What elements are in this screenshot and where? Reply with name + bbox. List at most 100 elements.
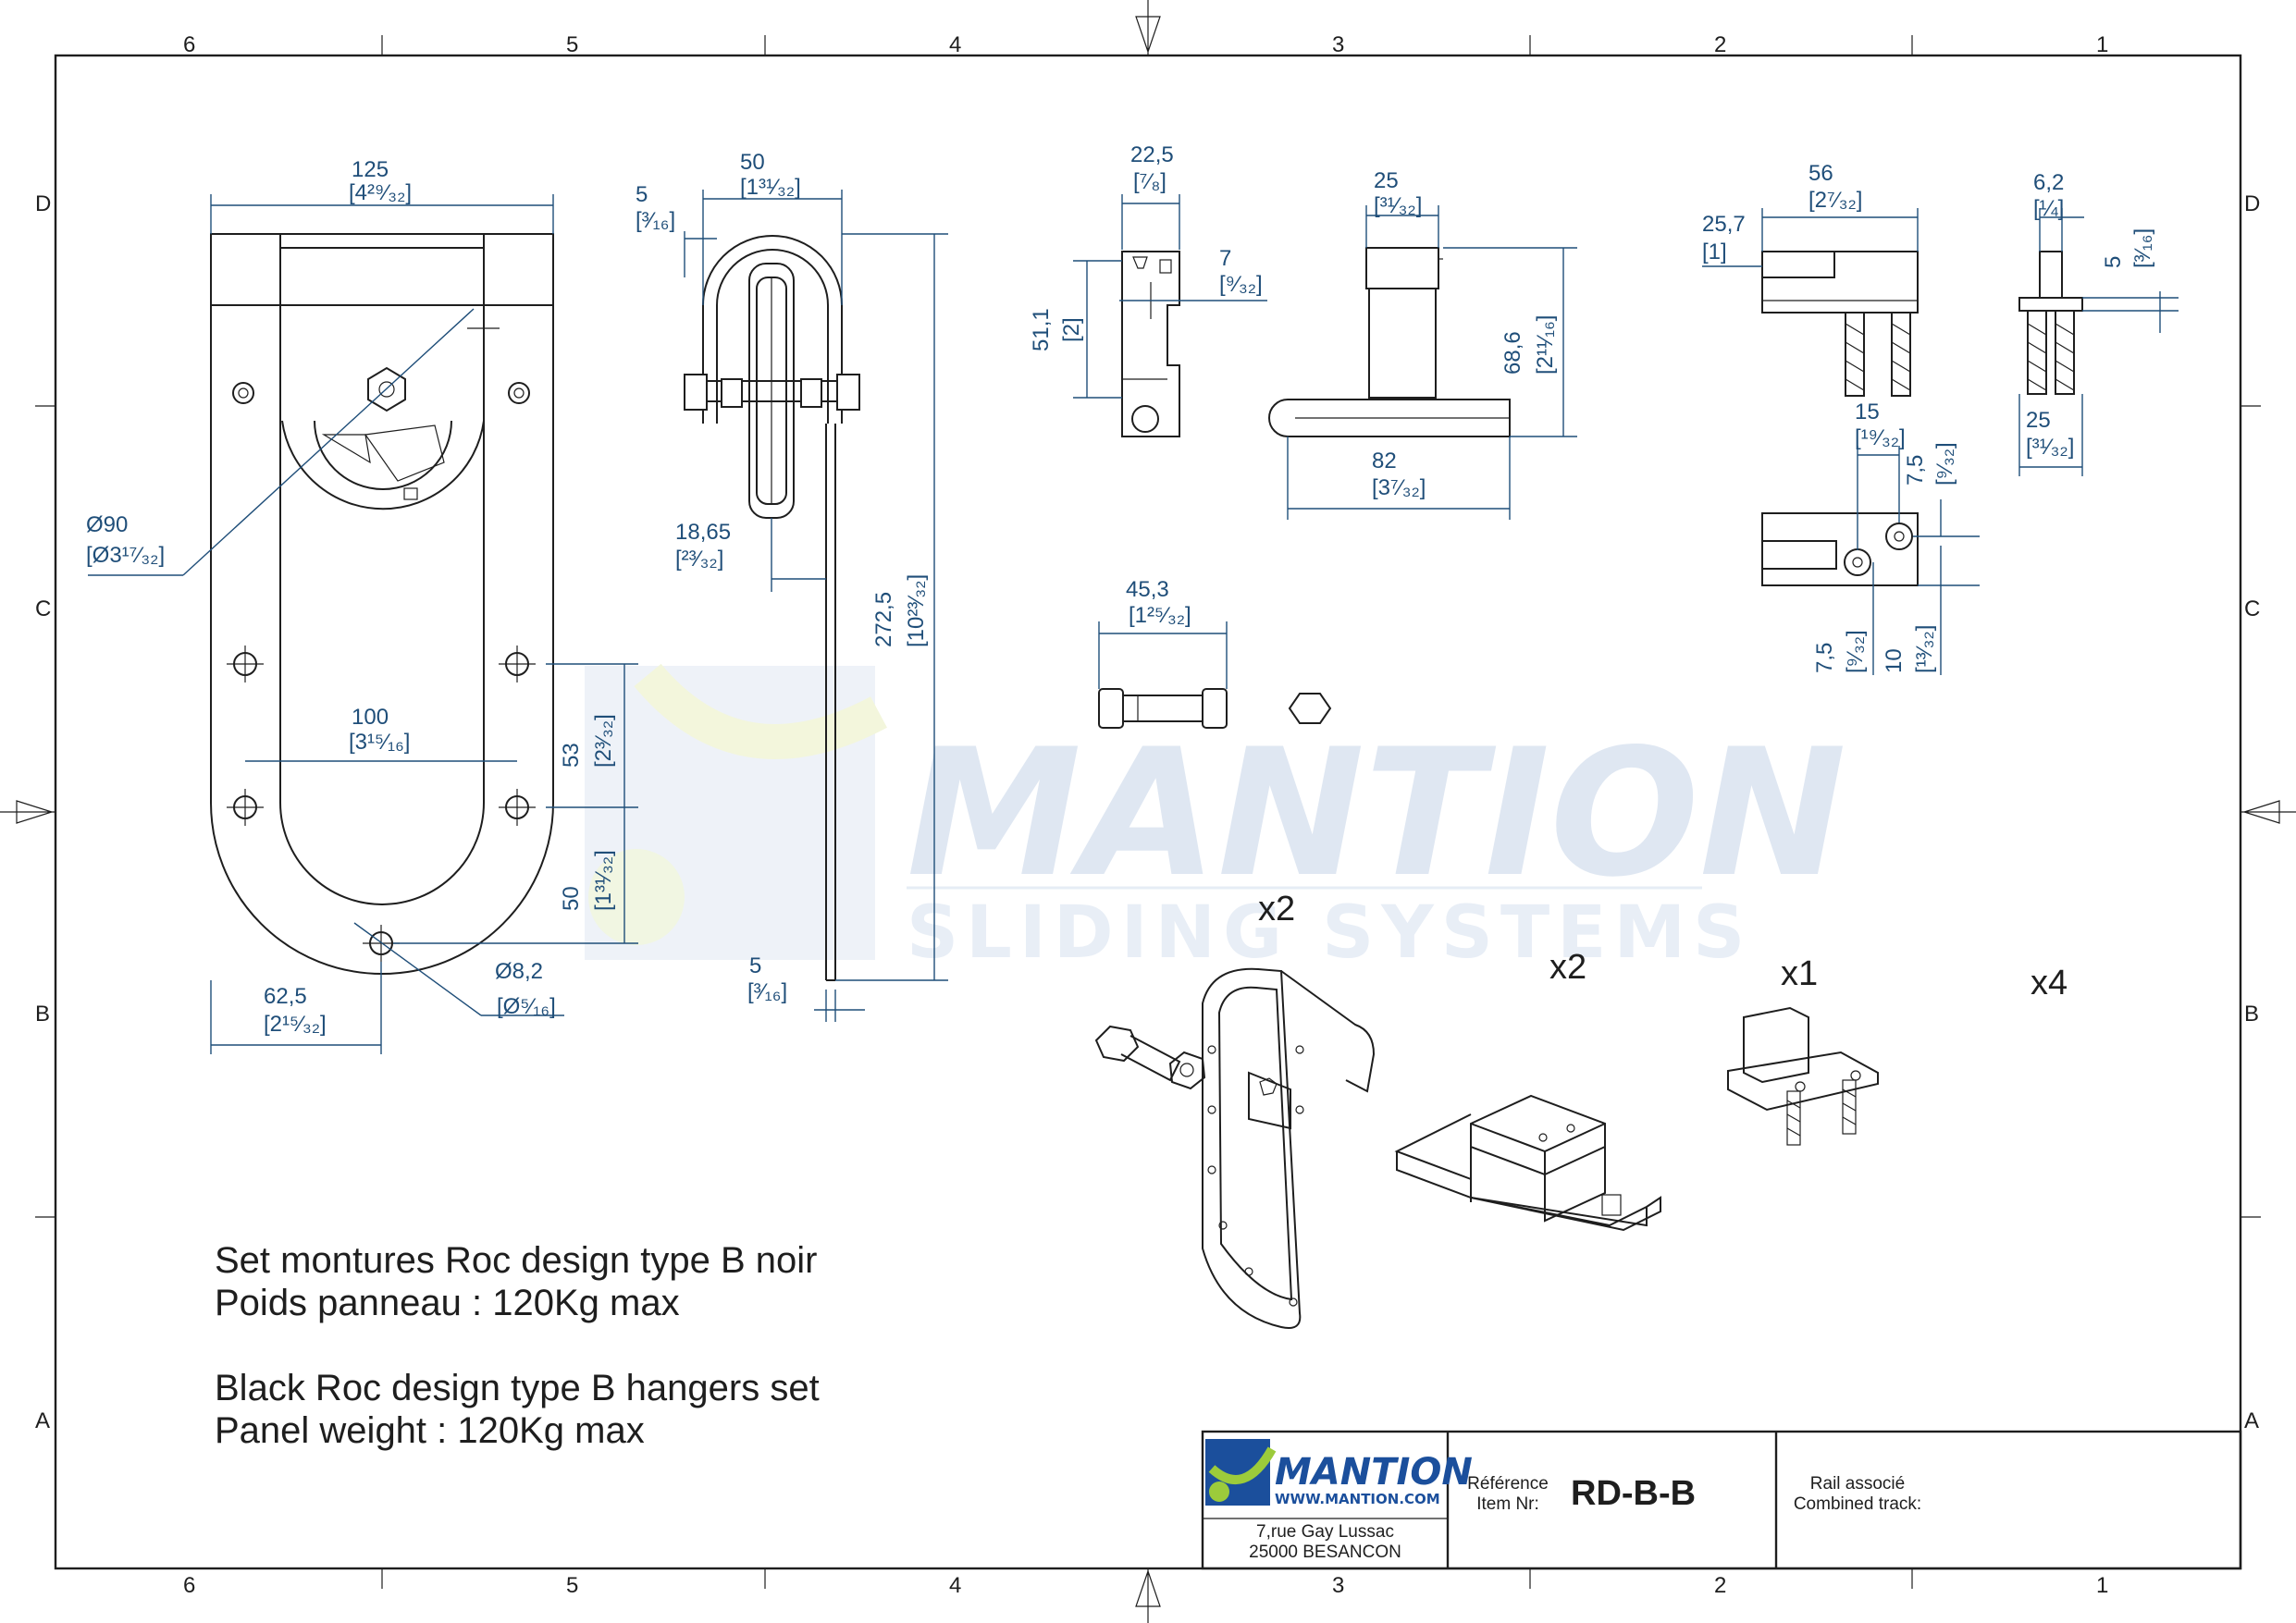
zone-col-top-1: 1: [2096, 32, 2108, 57]
iso-stop: [1727, 1006, 1879, 1146]
spacer-part-view: [1268, 247, 1511, 437]
zone-row-right-c: C: [2244, 596, 2260, 621]
iso-spacer: [1394, 1094, 1661, 1232]
dim-spacer-base-sub: [3⁷⁄₃₂]: [1372, 475, 1426, 500]
dim-clip-height-sub: [2]: [1059, 317, 1084, 342]
dim-clip-slot: 7: [1219, 246, 1231, 271]
zone-row-left-a: A: [35, 1408, 50, 1433]
reference-value: RD-B-B: [1571, 1474, 1697, 1513]
title-block-frame: [1201, 1430, 2242, 1570]
dim-total-height: 272,5: [871, 592, 896, 647]
dim-hole-vert-53-sub: [2³⁄₃₂]: [591, 714, 616, 768]
dim-side-thickness-top-sub: [³⁄₁₆]: [636, 208, 675, 233]
front-view-dimensions: 125 [4²⁹⁄₃₂] Ø90 [Ø3¹⁷⁄₃₂] 100 [3¹⁵⁄₁₆] …: [86, 157, 638, 1054]
dim-stop-hole-y-sub: [⁹⁄₃₂]: [1932, 442, 1957, 486]
zone-row-left-c: C: [35, 596, 51, 621]
qty-bolt: x4: [2031, 964, 2068, 1002]
zone-row-right-b: B: [2244, 1002, 2259, 1027]
dim-stop-width-sub: [2⁷⁄₃₂]: [1808, 188, 1862, 213]
dim-front-width: 125: [352, 157, 389, 182]
dim-clip-height: 51,1: [1029, 308, 1054, 351]
bolt-part-view: [1098, 688, 1332, 729]
logo-text: MANTION: [1275, 1451, 1473, 1494]
rail-label-fr: Rail associé: [1809, 1474, 1906, 1494]
dim-spacer-width-sub: [³¹⁄₃₂]: [1374, 193, 1422, 218]
address-line1: 7,rue Gay Lussac: [1256, 1522, 1394, 1542]
dim-clip-slot-sub: [⁹⁄₃₂]: [1219, 272, 1263, 297]
dim-side-width: 50: [740, 150, 765, 175]
dim-spacer-base: 82: [1372, 449, 1397, 473]
dim-side-offset: 18,65: [675, 520, 731, 545]
zone-col-bottom-4: 4: [949, 1573, 961, 1598]
stop-part-view: [1761, 251, 2083, 586]
dim-side-thickness-bottom-sub: [³⁄₁₆]: [747, 979, 787, 1004]
dim-half-width-sub: [2¹⁵⁄₃₂]: [264, 1012, 327, 1037]
description-fr-line1: Set montures Roc design type B noir: [215, 1240, 818, 1281]
dim-stop-bottom-10: 10: [1882, 648, 1907, 673]
dim-spacer-height-sub: [2¹¹⁄₁₆]: [1533, 315, 1558, 375]
dim-hole-vert-50: 50: [559, 886, 584, 911]
dim-stop-plate-h: 5: [2101, 256, 2126, 268]
description-en-line2: Panel weight : 120Kg max: [215, 1410, 645, 1451]
clip-dimensions: 22,5 [⁷⁄₈] 7 [⁹⁄₃₂] 51,1 [2]: [1029, 142, 1267, 399]
zone-col-top-6: 6: [183, 32, 195, 57]
description-fr-line2: Poids panneau : 120Kg max: [215, 1283, 680, 1323]
zone-row-right-d: D: [2244, 191, 2260, 216]
dim-clip-width: 22,5: [1130, 142, 1174, 167]
dim-stop-width: 56: [1808, 161, 1833, 186]
dim-stop-bottom-75: 7,5: [1812, 643, 1837, 673]
description-block: Set montures Roc design type B noir Poid…: [215, 1239, 820, 1452]
zone-row-left-d: D: [35, 191, 51, 216]
dim-stop-plate-sub: [¼]: [2033, 196, 2064, 221]
stop-dimensions: 56 [2⁷⁄₃₂] 25,7 [1] 6,2 [¼] 5 [³⁄₁₆] 15 …: [1702, 161, 2179, 675]
zone-col-top-4: 4: [949, 32, 961, 57]
clip-part-view: [1121, 251, 1180, 437]
zone-col-bottom-6: 6: [183, 1573, 195, 1598]
zone-col-top-5: 5: [566, 32, 578, 57]
zone-col-bottom-2: 2: [1714, 1573, 1726, 1598]
zone-row-left-b: B: [35, 1002, 50, 1027]
zone-labels: 6 5 4 3 2 1 6 5 4 3 2 1 D C B A D C B A: [35, 32, 2260, 1598]
dim-stop-side-25: 25: [2026, 408, 2051, 433]
dim-front-width-sub: [4²⁹⁄₃₂]: [349, 180, 412, 205]
description-en-line1: Black Roc design type B hangers set: [215, 1368, 820, 1408]
dim-stop-hole-x-sub: [¹⁹⁄₃₂]: [1855, 425, 1906, 450]
zone-row-right-a: A: [2244, 1408, 2259, 1433]
bolt-dimensions: 45,3 [1²⁵⁄₃₂]: [1098, 577, 1228, 689]
dim-stop-hole-y: 7,5: [1903, 455, 1928, 486]
watermark-tagline: SLIDING SYSTEMS: [907, 891, 1752, 975]
hanger-front-view: [210, 233, 554, 975]
iso-bolt: [1094, 1025, 1206, 1090]
dim-side-thickness-bottom: 5: [749, 953, 761, 978]
zone-col-bottom-5: 5: [566, 1573, 578, 1598]
side-view-dimensions: 50 [1³¹⁄₃₂] 5 [³⁄₁₆] 18,65 [²³⁄₃₂] 272,5…: [636, 150, 948, 1022]
qty-stop: x1: [1781, 954, 1818, 993]
dim-clip-width-sub: [⁷⁄₈]: [1133, 169, 1167, 194]
watermark: MANTION SLIDING SYSTEMS: [585, 663, 1846, 975]
dim-wheel-diameter-sub: [Ø3¹⁷⁄₃₂]: [86, 543, 165, 568]
rail-label: Rail associé Combined track:: [1784, 1474, 1932, 1515]
address-line2: 25000 BESANCON: [1249, 1543, 1401, 1562]
dim-hole-vert-53: 53: [559, 743, 584, 768]
zone-col-bottom-1: 1: [2096, 1573, 2108, 1598]
address-block: 7,rue Gay Lussac 25000 BESANCON: [1203, 1522, 1448, 1563]
dim-bolt-length-sub: [1²⁵⁄₃₂]: [1129, 603, 1191, 628]
reference-label-fr: Référence: [1467, 1474, 1549, 1494]
dim-stop-plate-h-sub: [³⁄₁₆]: [2130, 228, 2155, 268]
logo-url: WWW.MANTION.COM: [1275, 1491, 1440, 1507]
dim-hole-diameter-sub: [Ø⁵⁄₁₆]: [497, 994, 556, 1019]
watermark-brand: MANTION: [907, 711, 1846, 916]
dim-hole-spacing-sub: [3¹⁵⁄₁₆]: [349, 730, 410, 755]
dim-half-width: 62,5: [264, 984, 307, 1009]
dim-stop-side-25-sub: [³¹⁄₃₂]: [2026, 435, 2074, 460]
dim-side-thickness-top: 5: [636, 182, 648, 207]
dim-wheel-diameter: Ø90: [86, 512, 128, 537]
dim-spacer-height: 68,6: [1500, 331, 1525, 375]
qty-spacer: x2: [1549, 948, 1586, 987]
dim-hole-spacing: 100: [352, 705, 389, 730]
mantion-logo: MANTION WWW.MANTION.COM: [1205, 1439, 1473, 1507]
dim-total-height-sub: [10²³⁄₃₂]: [904, 574, 929, 647]
iso-hanger: [1202, 967, 1376, 1329]
